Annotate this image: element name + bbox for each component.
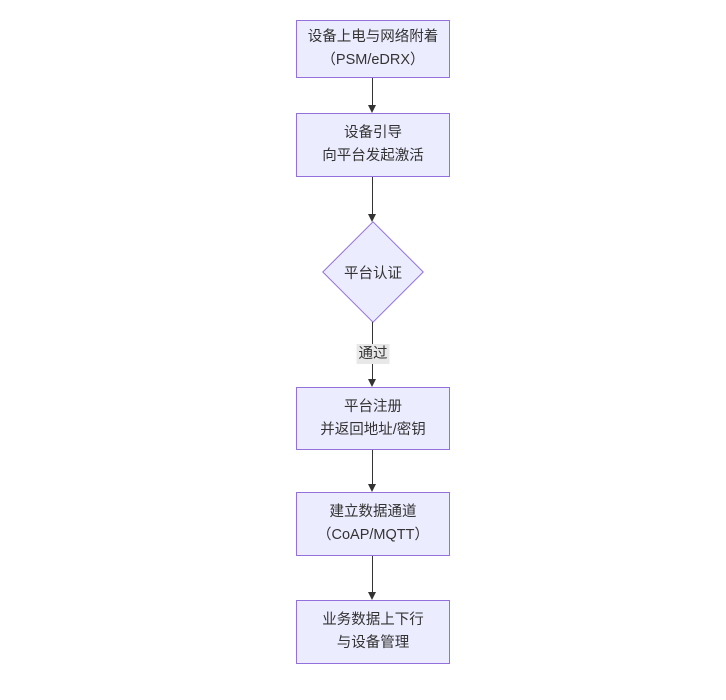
- node-text-line: 建立数据通道: [329, 504, 417, 520]
- node-label: 业务数据上下行 与设备管理: [322, 609, 424, 655]
- node-text-line: 平台注册: [344, 398, 402, 415]
- arrowhead-down-icon: [368, 484, 376, 492]
- arrowhead-down-icon: [368, 214, 376, 222]
- node-label: 建立数据通道 （CoAP/MQTT）: [317, 501, 429, 547]
- node-text-line: （PSM/eDRX）: [321, 52, 425, 68]
- flowchart-node-business-data: 业务数据上下行 与设备管理: [296, 600, 450, 664]
- edge-a-b: [368, 78, 377, 113]
- node-label: 平台注册 并返回地址/密钥: [320, 396, 426, 442]
- edge-line: [372, 78, 373, 106]
- node-text-line: 向平台发起激活: [322, 148, 424, 164]
- flowchart-node-register: 平台注册 并返回地址/密钥: [296, 387, 450, 450]
- edge-line: [372, 556, 373, 593]
- node-text-line: 设备引导: [344, 125, 402, 141]
- edge-line: [372, 450, 373, 485]
- node-text-line: 平台认证: [344, 265, 402, 282]
- flowchart-node-bootstrap: 设备引导 向平台发起激活: [296, 113, 450, 177]
- node-label: 设备上电与网络附着 （PSM/eDRX）: [308, 26, 439, 72]
- arrowhead-down-icon: [368, 379, 376, 387]
- edge-c-d: 通过: [356, 322, 390, 387]
- node-text-line: 设备上电与网络附着: [307, 29, 439, 45]
- flowchart-node-data-channel: 建立数据通道 （CoAP/MQTT）: [296, 492, 450, 556]
- arrowhead-down-icon: [368, 105, 376, 113]
- edge-label-pass: 通过: [356, 344, 390, 364]
- edge-d-e: [368, 450, 377, 492]
- arrowhead-down-icon: [368, 592, 376, 600]
- node-label: 设备引导 向平台发起激活: [322, 122, 424, 168]
- edge-b-c: [368, 177, 377, 222]
- node-text-line: 业务数据上下行: [322, 612, 424, 628]
- edge-line: [372, 177, 373, 215]
- node-text-line: （CoAP/MQTT）: [317, 527, 429, 543]
- node-text-line: 并返回地址/密钥: [320, 421, 426, 438]
- flowchart-node-platform-auth: 平台认证: [322, 221, 424, 323]
- edge-e-f: [368, 556, 377, 600]
- flowchart-node-power-attach: 设备上电与网络附着 （PSM/eDRX）: [296, 20, 450, 78]
- node-text-line: 与设备管理: [336, 635, 410, 651]
